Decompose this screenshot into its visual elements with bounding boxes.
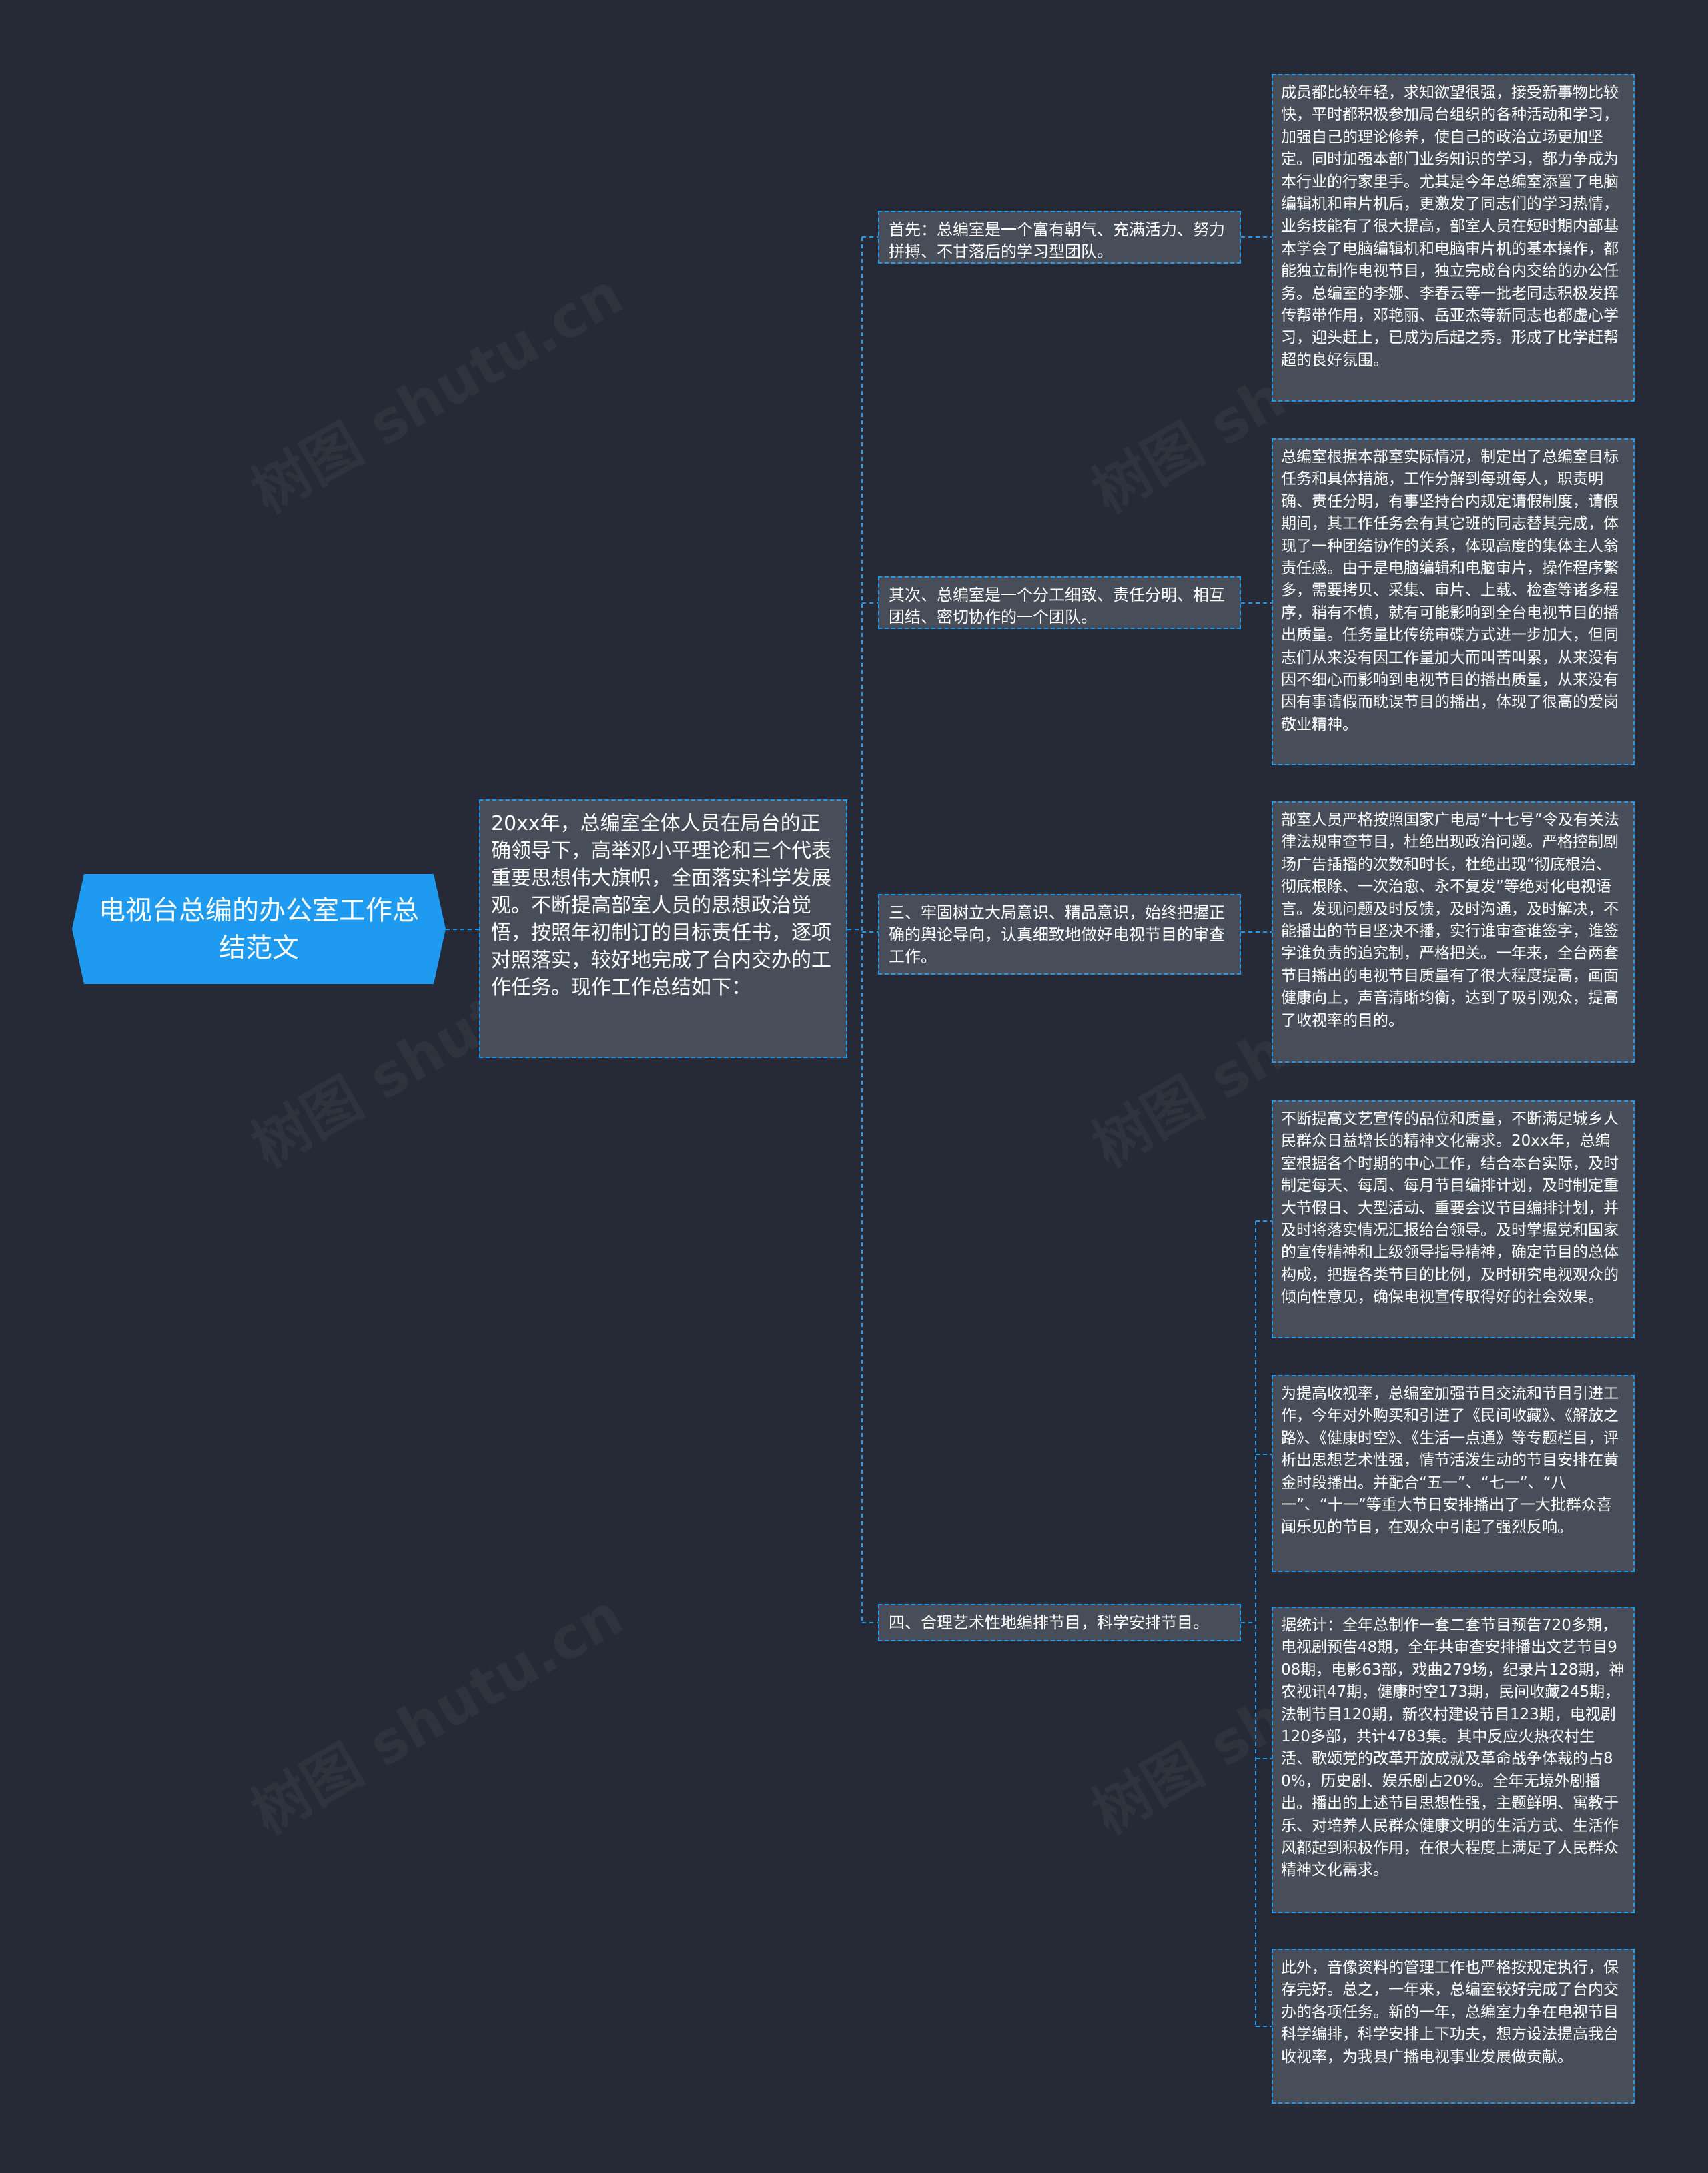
leaf-node-text: 此外，音像资料的管理工作也严格按规定执行，保存完好。总之，一年来，总编室较好完成…: [1281, 1959, 1619, 2066]
branch-node-text: 其次、总编室是一个分工细致、责任分明、相互团结、密切协作的一个团队。: [889, 586, 1225, 626]
branch-node-4[interactable]: 四、合理艺术性地编排节目，科学安排节目。: [878, 1604, 1241, 1641]
leaf-node-4a[interactable]: 不断提高文艺宣传的品位和质量，不断满足城乡人民群众日益增长的精神文化需求。20x…: [1272, 1100, 1635, 1338]
leaf-node-4d[interactable]: 此外，音像资料的管理工作也严格按规定执行，保存完好。总之，一年来，总编室较好完成…: [1272, 1949, 1635, 2104]
root-node[interactable]: 电视台总编的办公室工作总结范文: [72, 874, 446, 984]
branch-node-text: 四、合理艺术性地编排节目，科学安排节目。: [889, 1613, 1209, 1632]
watermark: 树图 shutu.cn: [234, 249, 635, 529]
leaf-node-1[interactable]: 成员都比较年轻，求知欲望很强，接受新事物比较快，平时都积极参加局台组织的各种活动…: [1272, 74, 1635, 402]
leaf-node-text: 据统计：全年总制作一套二套节目预告720多期，电视剧预告48期，全年共审查安排播…: [1281, 1617, 1625, 1879]
watermark: 树图 shutu.cn: [234, 1570, 635, 1850]
intro-node[interactable]: 20xx年，总编室全体人员在局台的正确领导下，高举邓小平理论和三个代表重要思想伟…: [479, 799, 847, 1058]
leaf-node-text: 为提高收视率，总编室加强节目交流和节目引进工作，今年对外购买和引进了《民间收藏》…: [1281, 1385, 1619, 1537]
leaf-node-text: 不断提高文艺宣传的品位和质量，不断满足城乡人民群众日益增长的精神文化需求。20x…: [1281, 1110, 1619, 1306]
leaf-node-text: 总编室根据本部室实际情况，制定出了总编室目标任务和具体措施，工作分解到每班每人，…: [1281, 448, 1619, 733]
leaf-node-text: 成员都比较年轻，求知欲望很强，接受新事物比较快，平时都积极参加局台组织的各种活动…: [1281, 84, 1619, 369]
intro-node-text: 20xx年，总编室全体人员在局台的正确领导下，高举邓小平理论和三个代表重要思想伟…: [491, 812, 831, 999]
root-node-text: 电视台总编的办公室工作总结范文: [99, 895, 419, 963]
leaf-node-text: 部室人员严格按照国家广电局“十七号”令及有关法律法规审查节目，杜绝出现政治问题。…: [1281, 811, 1619, 1029]
branch-node-2[interactable]: 其次、总编室是一个分工细致、责任分明、相互团结、密切协作的一个团队。: [878, 576, 1241, 629]
branch-node-text: 首先：总编室是一个富有朝气、充满活力、努力拼搏、不甘落后的学习型团队。: [889, 220, 1225, 261]
leaf-node-4b[interactable]: 为提高收视率，总编室加强节目交流和节目引进工作，今年对外购买和引进了《民间收藏》…: [1272, 1375, 1635, 1572]
branch-node-text: 三、牢固树立大局意识、精品意识，始终把握正确的舆论导向，认真细致地做好电视节目的…: [889, 903, 1225, 966]
branch-node-1[interactable]: 首先：总编室是一个富有朝气、充满活力、努力拼搏、不甘落后的学习型团队。: [878, 211, 1241, 264]
branch-node-3[interactable]: 三、牢固树立大局意识、精品意识，始终把握正确的舆论导向，认真细致地做好电视节目的…: [878, 894, 1241, 975]
leaf-node-2[interactable]: 总编室根据本部室实际情况，制定出了总编室目标任务和具体措施，工作分解到每班每人，…: [1272, 438, 1635, 765]
leaf-node-4c[interactable]: 据统计：全年总制作一套二套节目预告720多期，电视剧预告48期，全年共审查安排播…: [1272, 1607, 1635, 1913]
leaf-node-3[interactable]: 部室人员严格按照国家广电局“十七号”令及有关法律法规审查节目，杜绝出现政治问题。…: [1272, 801, 1635, 1063]
